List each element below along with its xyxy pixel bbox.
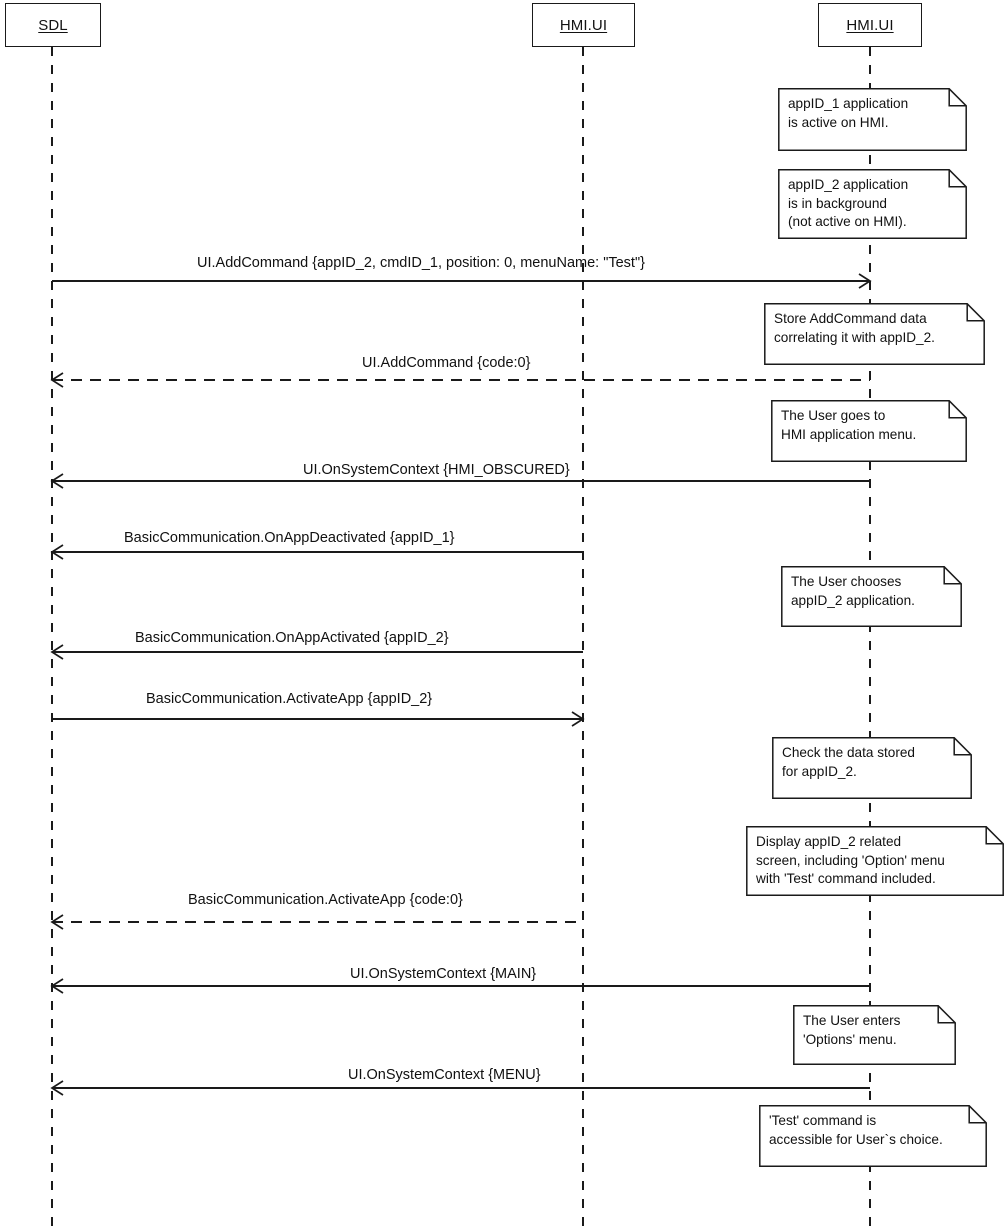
message-arrowhead-8	[50, 1080, 64, 1096]
lifeline-label: HMI.UI	[559, 16, 608, 34]
note-outline	[771, 400, 967, 462]
note-text: The User enters 'Options' menu.	[803, 1013, 901, 1047]
message-label: UI.AddCommand {appID_2, cmdID_1, positio…	[197, 255, 645, 271]
message-arrowhead-7	[50, 978, 64, 994]
message-arrowhead-5	[571, 711, 585, 727]
lifeline-header-hmi1[interactable]: HMI.UI	[532, 3, 635, 47]
note-note-user-chooses-appid2[interactable]: The User chooses appID_2 application.	[781, 566, 962, 627]
note-folded-corner	[968, 1105, 987, 1124]
note-outline	[764, 303, 985, 365]
lifeline-label: SDL	[38, 16, 68, 34]
note-body	[759, 1105, 987, 1167]
note-body	[771, 400, 967, 462]
note-body	[793, 1005, 956, 1065]
message-arrowhead-4	[50, 644, 64, 660]
note-folded-corner	[948, 88, 967, 107]
note-note-user-enters-options[interactable]: The User enters 'Options' menu.	[793, 1005, 956, 1065]
note-outline	[793, 1005, 956, 1065]
lifeline-label: HMI.UI	[846, 16, 894, 34]
message-label: UI.AddCommand {code:0}	[362, 355, 531, 371]
note-outline	[778, 169, 967, 239]
message-arrowhead-2	[50, 473, 64, 489]
note-text: The User chooses appID_2 application.	[791, 574, 915, 608]
message-label: UI.OnSystemContext {MAIN}	[350, 966, 537, 982]
note-body	[781, 566, 962, 627]
message-arrowhead-3	[50, 544, 64, 560]
note-text: Check the data stored for appID_2.	[782, 745, 915, 779]
note-outline	[772, 737, 972, 799]
note-text: Store AddCommand data correlating it wit…	[774, 311, 935, 345]
note-text: The User goes to HMI application menu.	[781, 408, 917, 442]
note-note-check-data[interactable]: Check the data stored for appID_2.	[772, 737, 972, 799]
note-folded-corner	[948, 169, 967, 188]
note-body	[746, 826, 1004, 896]
note-folded-corner	[966, 303, 985, 322]
message-arrowhead-1	[50, 372, 64, 388]
note-outline	[778, 88, 967, 151]
lifeline-header-hmi2[interactable]: HMI.UI	[818, 3, 922, 47]
note-note-store-addcommand[interactable]: Store AddCommand data correlating it wit…	[764, 303, 985, 365]
note-folded-corner	[953, 737, 972, 756]
note-folded-corner	[937, 1005, 956, 1024]
note-note-appid2-background[interactable]: appID_2 application is in background (no…	[778, 169, 967, 239]
note-body	[764, 303, 985, 365]
note-body	[772, 737, 972, 799]
message-label: BasicCommunication.OnAppDeactivated {app…	[124, 530, 455, 546]
message-label: BasicCommunication.OnAppActivated {appID…	[135, 630, 449, 646]
note-note-test-accessible[interactable]: 'Test' command is accessible for User`s …	[759, 1105, 987, 1167]
note-outline	[759, 1105, 987, 1167]
note-outline	[746, 826, 1004, 896]
message-label: UI.OnSystemContext {MENU}	[348, 1067, 541, 1083]
note-note-display-screen[interactable]: Display appID_2 related screen, includin…	[746, 826, 1004, 896]
note-text: appID_1 application is active on HMI.	[788, 96, 909, 130]
note-body	[778, 88, 967, 151]
note-folded-corner	[948, 400, 967, 419]
message-label: BasicCommunication.ActivateApp {code:0}	[188, 892, 463, 908]
note-note-appid1-active[interactable]: appID_1 application is active on HMI.	[778, 88, 967, 151]
lifeline-header-sdl[interactable]: SDL	[5, 3, 101, 47]
note-text: Display appID_2 related screen, includin…	[756, 834, 945, 886]
message-label: BasicCommunication.ActivateApp {appID_2}	[146, 691, 433, 707]
note-folded-corner	[943, 566, 962, 585]
note-body	[778, 169, 967, 239]
message-label: UI.OnSystemContext {HMI_OBSCURED}	[303, 462, 570, 478]
note-outline	[781, 566, 962, 627]
note-text: 'Test' command is accessible for User`s …	[769, 1113, 943, 1147]
note-folded-corner	[985, 826, 1004, 845]
note-text: appID_2 application is in background (no…	[788, 177, 909, 229]
message-arrowhead-6	[50, 914, 64, 930]
message-arrowhead-0	[858, 273, 872, 289]
note-note-user-goes-menu[interactable]: The User goes to HMI application menu.	[771, 400, 967, 462]
